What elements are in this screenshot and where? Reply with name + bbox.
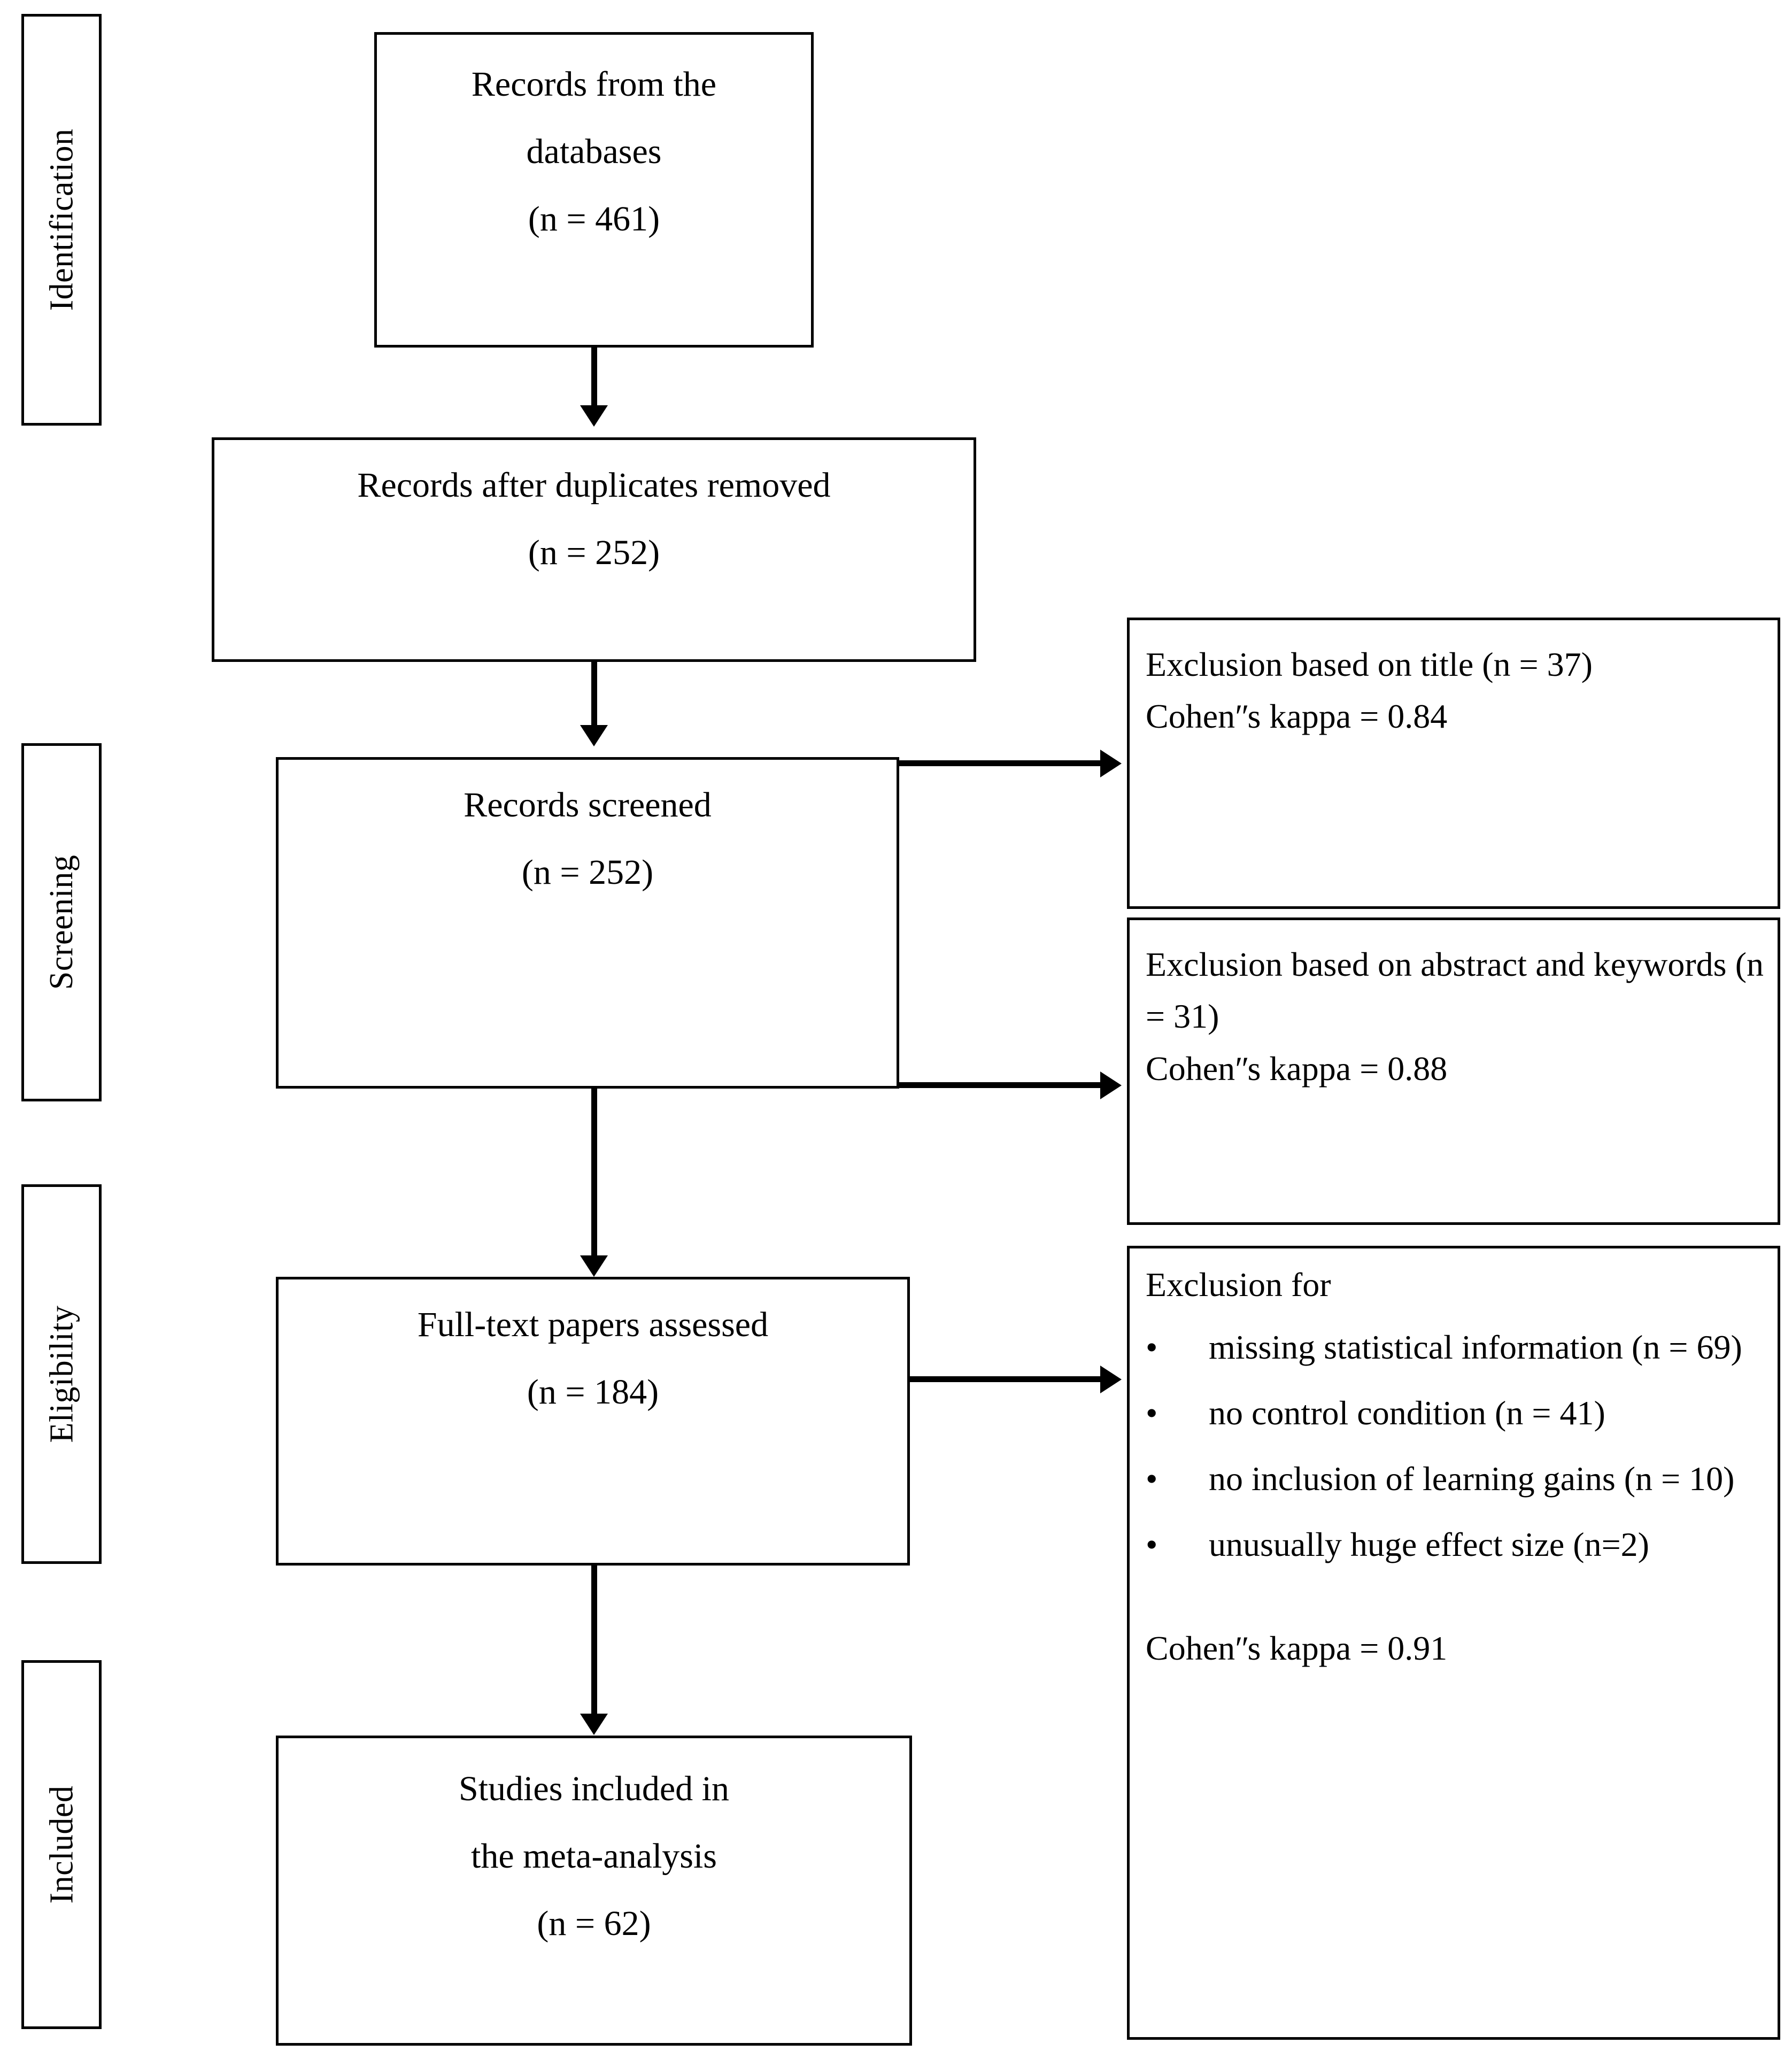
flow-box-full-text-assessed: Full-text papers assessed (n = 184) bbox=[276, 1277, 910, 1566]
exclusion-bullet-text: missing statistical information (n = 69) bbox=[1209, 1328, 1742, 1366]
connector-arrow-down bbox=[580, 1714, 608, 1735]
flow-box-line: Studies included in bbox=[459, 1769, 729, 1808]
bullet-icon: • bbox=[1146, 1328, 1158, 1366]
connector-arrow-right bbox=[1100, 750, 1122, 777]
stage-label-screening-text: Screening bbox=[43, 854, 80, 990]
stage-label-identification-text: Identification bbox=[43, 128, 80, 311]
exclusion-spacer bbox=[1146, 1585, 1764, 1622]
exclusion-bullet-item: • unusually huge effect size (n=2) bbox=[1146, 1518, 1764, 1570]
connector-line-horizontal bbox=[899, 1082, 1102, 1088]
connector-line-vertical bbox=[591, 662, 597, 729]
flow-box-line: (n = 252) bbox=[528, 533, 660, 572]
exclusion-title-heading: Exclusion based on title (n = 37) bbox=[1146, 645, 1593, 683]
flow-box-line: the meta-analysis bbox=[470, 1837, 717, 1876]
exclusion-bullet-item: • no control condition (n = 41) bbox=[1146, 1387, 1764, 1439]
stage-label-identification: Identification bbox=[21, 14, 102, 426]
flow-box-line: Full-text papers assessed bbox=[417, 1305, 769, 1344]
flow-box-records-from-databases: Records from the databases (n = 461) bbox=[374, 32, 814, 348]
connector-arrow-right bbox=[1100, 1366, 1122, 1393]
connector-arrow-down bbox=[580, 1255, 608, 1277]
exclusion-bullet-item: • no inclusion of learning gains (n = 10) bbox=[1146, 1453, 1764, 1505]
exclusion-box-abstract-keywords: Exclusion based on abstract and keywords… bbox=[1127, 917, 1780, 1225]
stage-label-eligibility: Eligibility bbox=[21, 1184, 102, 1564]
flow-box-records-after-duplicates: Records after duplicates removed (n = 25… bbox=[212, 437, 976, 662]
bullet-icon: • bbox=[1146, 1460, 1158, 1498]
connector-line-horizontal bbox=[910, 1376, 1102, 1382]
exclusion-title-kappa: Cohenʺs kappa = 0.84 bbox=[1146, 697, 1448, 736]
flow-box-line: (n = 184) bbox=[527, 1373, 659, 1412]
connector-arrow-down bbox=[580, 725, 608, 746]
connector-arrow-right bbox=[1100, 1071, 1122, 1099]
exclusion-box-title: Exclusion based on title (n = 37) Cohenʺ… bbox=[1127, 618, 1780, 909]
flow-box-records-screened: Records screened (n = 252) bbox=[276, 757, 899, 1089]
connector-arrow-down bbox=[580, 405, 608, 427]
exclusion-abstract-heading: Exclusion based on abstract and keywords… bbox=[1146, 945, 1764, 1036]
exclusion-bullet-text: unusually huge effect size (n=2) bbox=[1209, 1525, 1649, 1564]
bullet-icon: • bbox=[1146, 1525, 1158, 1564]
exclusion-fulltext-heading: Exclusion for bbox=[1146, 1266, 1331, 1304]
exclusion-abstract-kappa: Cohenʺs kappa = 0.88 bbox=[1146, 1049, 1448, 1088]
flow-box-line: Records after duplicates removed bbox=[357, 466, 831, 505]
exclusion-bullet-item: • missing statistical information (n = 69… bbox=[1146, 1321, 1764, 1373]
flow-box-studies-included: Studies included in the meta-analysis (n… bbox=[276, 1736, 912, 2046]
exclusion-bullet-text: no inclusion of learning gains (n = 10) bbox=[1209, 1460, 1735, 1498]
exclusion-bullet-text: no control condition (n = 41) bbox=[1209, 1393, 1605, 1432]
flow-box-line: Records from the bbox=[471, 65, 717, 104]
bullet-icon: • bbox=[1146, 1393, 1158, 1432]
flow-box-line: (n = 461) bbox=[528, 199, 660, 238]
flow-box-line: Records screened bbox=[464, 785, 712, 824]
flow-box-line: databases bbox=[526, 132, 662, 171]
stage-label-eligibility-text: Eligibility bbox=[43, 1305, 80, 1443]
exclusion-fulltext-kappa: Cohenʺs kappa = 0.91 bbox=[1146, 1629, 1448, 1667]
connector-line-vertical bbox=[591, 1089, 597, 1260]
connector-line-vertical bbox=[591, 348, 597, 409]
flow-box-line: (n = 62) bbox=[537, 1904, 651, 1943]
connector-line-horizontal bbox=[899, 760, 1102, 766]
connector-line-vertical bbox=[591, 1566, 597, 1718]
stage-label-included-text: Included bbox=[43, 1785, 80, 1904]
stage-label-included: Included bbox=[21, 1660, 102, 2029]
stage-label-screening: Screening bbox=[21, 743, 102, 1101]
flow-box-line: (n = 252) bbox=[521, 853, 654, 892]
exclusion-box-fulltext: Exclusion for • missing statistical infor… bbox=[1127, 1246, 1780, 2040]
